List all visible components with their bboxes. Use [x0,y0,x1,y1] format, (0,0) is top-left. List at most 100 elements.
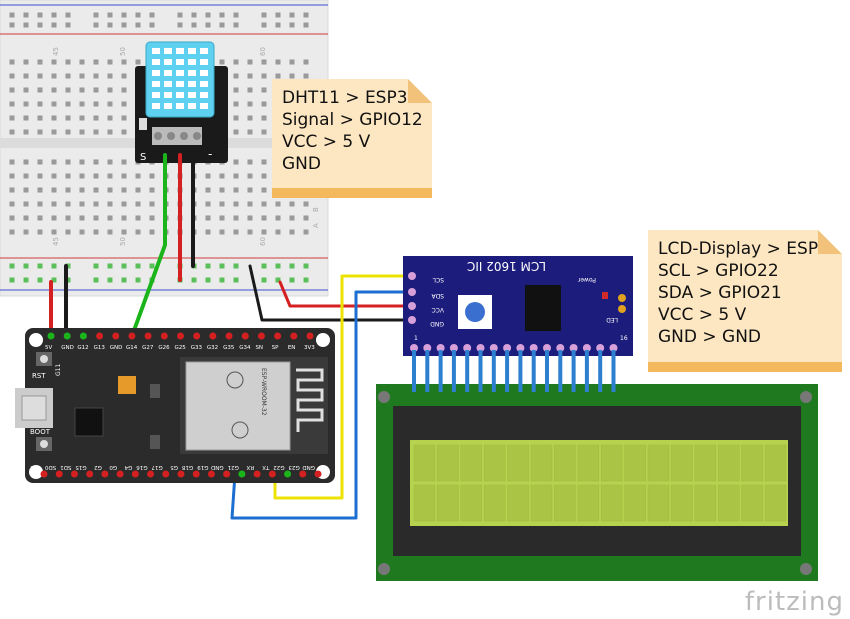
breadboard-hole [79,187,85,193]
esp32-pin[interactable] [55,470,63,478]
breadboard-hole [23,115,29,121]
lcd-cell [671,484,693,522]
lcd-connector-legs [412,350,616,392]
dht11-sensor[interactable]: S - [135,41,228,163]
breadboard-hole [247,201,253,207]
rail-hole [191,22,197,28]
esp32-pin[interactable] [177,470,185,478]
rail-hole [205,263,211,269]
esp32-pin-label: G35 [223,345,235,351]
breadboard-hole [121,87,127,93]
esp32-pin[interactable] [160,332,168,340]
esp32-pin[interactable] [241,332,249,340]
esp32-pin[interactable] [207,470,215,478]
breadboard-hole [149,187,155,193]
breadboard-hole [37,173,43,179]
rail-hole [121,22,127,28]
breadboard-hole [303,59,309,65]
wire-green-signal[interactable] [130,153,167,338]
esp32-pin[interactable] [70,470,78,478]
rail-hole [275,22,281,28]
esp32-pin[interactable] [162,470,170,478]
dht-vent [152,48,160,54]
esp32-pin[interactable] [238,470,246,478]
breadboard-hole [247,59,253,65]
wire-blue-sda[interactable] [230,290,412,520]
esp32-pin[interactable] [274,332,282,340]
esp32-pin[interactable] [306,332,314,340]
lcd-display[interactable] [376,350,818,581]
dht-vent [176,92,184,98]
rail-hole [261,263,267,269]
esp32-pin[interactable] [144,332,152,340]
lcd-cell [460,484,483,522]
esp32-pin[interactable] [40,470,48,478]
wire-red-lcd-vcc[interactable] [278,280,412,308]
wire-yellow-scl[interactable] [273,274,412,500]
breadboard-hole [205,173,211,179]
esp32-pin[interactable] [47,332,55,340]
breadboard-hole [37,59,43,65]
esp32-pin-label: EN [288,345,296,351]
esp32-pin[interactable] [299,470,307,478]
esp32-pin[interactable] [63,332,71,340]
breadboard-hole [135,201,141,207]
rail-hole [303,277,309,283]
breadboard-hole [107,101,113,107]
esp32-pin[interactable] [257,332,265,340]
esp32-pin[interactable] [116,470,124,478]
rail-hole [93,263,99,269]
rail-hole [275,277,281,283]
esp32-pin[interactable] [225,332,233,340]
esp32-pin[interactable] [131,470,139,478]
breadboard-hole [219,59,225,65]
lcd-cell [717,484,740,522]
breadboard-hole [107,129,113,135]
breadboard-hole [37,129,43,135]
breadboard-hole [121,215,127,221]
esp32-pin[interactable] [96,332,104,340]
wire-black-lcd-gnd[interactable] [248,264,412,322]
rail-hole [219,263,225,269]
dht-vent [200,92,208,98]
breadboard-hole [261,187,267,193]
rail-hole [205,12,211,18]
dht-vent [152,59,160,65]
esp32-pin[interactable] [253,470,261,478]
esp32-pin[interactable] [209,332,217,340]
esp32-pin[interactable] [192,470,200,478]
esp32-pin[interactable] [86,470,94,478]
esp32-pin[interactable] [284,470,292,478]
breadboard-hole [107,73,113,79]
dht-connection-note: DHT11 > ESP32 Signal > GPIO12 VCC > 5 V … [272,79,432,198]
i2c-module[interactable]: SCL SDA VCC GND LCM 1602 IIC Power LED 1… [403,256,633,356]
esp32-pin[interactable] [147,470,155,478]
breadboard-hole [93,129,99,135]
esp32-pin[interactable] [193,332,201,340]
breadboard-hole [79,115,85,121]
rail-hole [261,22,267,28]
esp32-pin-label: G2 [94,464,102,470]
esp32-pin-label: G33 [191,345,203,351]
breadboard-hole [23,101,29,107]
breadboard-hole [261,101,267,107]
breadboard-hole [65,101,71,107]
breadboard-hole [65,215,71,221]
g11-label: G11 [55,364,62,376]
col-number: 45 [52,47,60,56]
esp32-pin[interactable] [314,470,322,478]
esp32-pin[interactable] [268,470,276,478]
esp32-pin[interactable] [223,470,231,478]
breadboard-hole [51,229,57,235]
esp32-pin[interactable] [128,332,136,340]
rail-hole [303,263,309,269]
esp32-pin[interactable] [101,470,109,478]
esp32-pin[interactable] [177,332,184,340]
esp32-pin[interactable] [112,332,120,340]
esp32-pin-label: GND [61,345,74,351]
esp32-pin[interactable] [290,332,298,340]
rail-hole [289,12,295,18]
esp32-pin[interactable] [79,332,87,340]
